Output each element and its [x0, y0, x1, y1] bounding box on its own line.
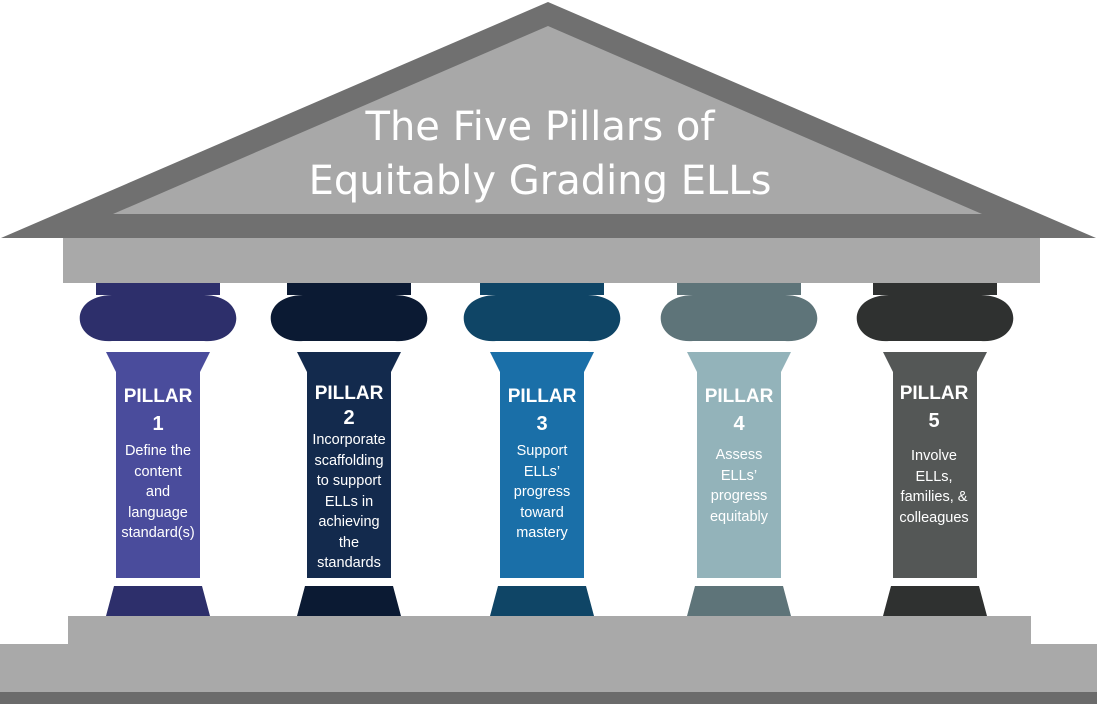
pillar-4-capital: [660, 295, 818, 342]
pillar-5-base: [883, 586, 987, 616]
base-strip: [0, 692, 1097, 704]
pillar-3-neck: [490, 352, 594, 372]
pillar-3-top-slab: [480, 283, 604, 295]
pillar-4-shaft: [697, 372, 781, 578]
pillar-3-base: [490, 586, 594, 616]
pillar-4-top-slab: [677, 283, 801, 295]
pillar-1-top-slab: [96, 283, 220, 295]
pillar-4-neck: [687, 352, 791, 372]
pillar-5-top-slab: [873, 283, 997, 295]
pillar-5-shaft: [893, 372, 977, 578]
pillar-2-top-slab: [287, 283, 411, 295]
pillar-2-capital: [270, 295, 428, 342]
pillar-2-shaft: [307, 372, 391, 578]
pillar-4-base: [687, 586, 791, 616]
pillar-1-shaft: [116, 372, 200, 578]
pillar-1-base: [106, 586, 210, 616]
pillar-3-shaft: [500, 372, 584, 578]
pillar-2-neck: [297, 352, 401, 372]
pillar-2-base: [297, 586, 401, 616]
pillar-5-capital: [856, 295, 1014, 342]
pillar-5-neck: [883, 352, 987, 372]
upper-step: [68, 616, 1031, 644]
entablature: [63, 238, 1040, 283]
pillar-1-capital: [79, 295, 237, 342]
pillar-1-neck: [106, 352, 210, 372]
lower-step: [0, 644, 1097, 692]
roof-inner: [113, 26, 982, 214]
pillar-3-capital: [463, 295, 621, 342]
